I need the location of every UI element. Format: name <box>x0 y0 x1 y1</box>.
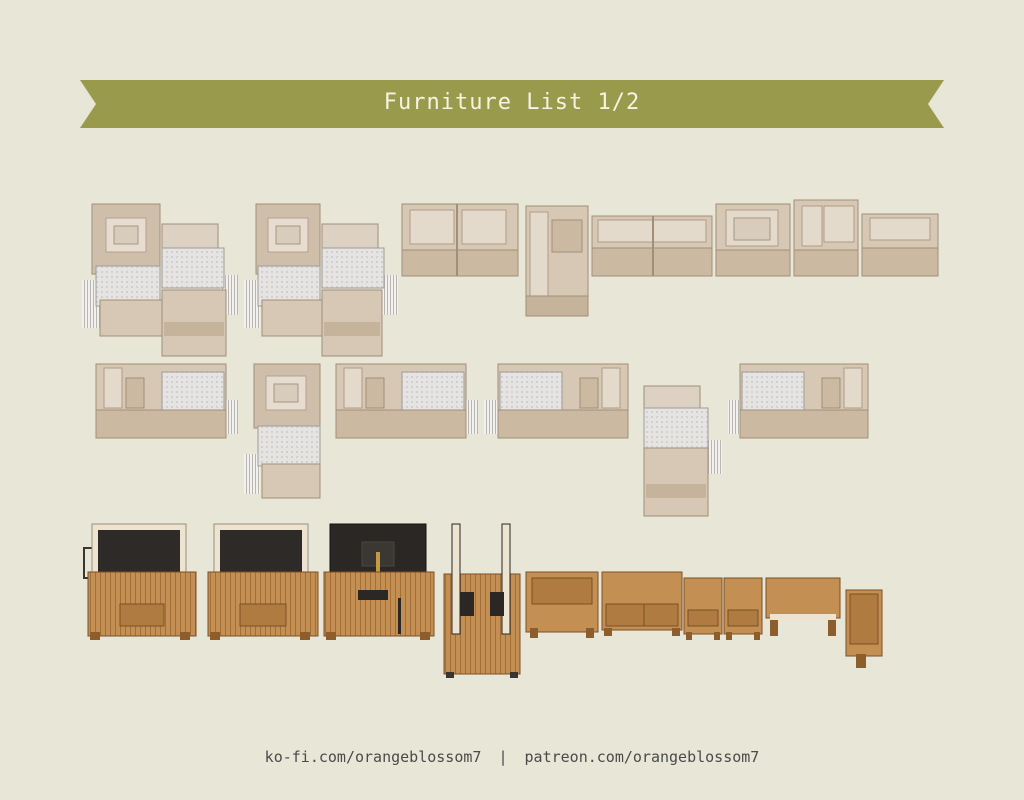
credits-footer: ko-fi.com/orangeblossom7 | patreon.com/o… <box>0 748 1024 766</box>
sprite-bench-sofa <box>861 213 939 277</box>
sprite-loveseat <box>401 203 519 277</box>
sprite-corner-sectional-a <box>82 203 238 357</box>
sprite-armchair <box>715 203 791 277</box>
sprite-chaise-ottoman <box>643 385 722 517</box>
sprite-side-stool <box>845 589 883 668</box>
sprite-corner-sectional-c <box>244 363 321 499</box>
sprite-armchair-corner <box>793 199 859 277</box>
sprite-chaise-sofa-mirrored <box>484 363 629 439</box>
sprite-long-sofa <box>591 215 713 277</box>
sprite-nightstand-a <box>683 577 723 640</box>
footer-separator: | <box>498 748 508 766</box>
sprite-corner-sectional-b <box>244 203 398 357</box>
page-title: Furniture List 1/2 <box>383 90 641 115</box>
sprite-chaise-sofa-end <box>728 363 869 439</box>
sprite-coffee-table <box>765 577 841 636</box>
sprite-l-sofa-corner <box>525 205 589 317</box>
patreon-link[interactable]: patreon.com/orangeblossom7 <box>524 748 760 766</box>
sprite-nightstand-b <box>723 577 763 640</box>
sprite-tv-stand-a <box>83 523 197 640</box>
sprite-wood-cabinet <box>525 571 599 638</box>
sprite-tv-stand-back <box>323 523 435 640</box>
sprite-tv-stand-side <box>443 523 521 678</box>
sprite-chaise-sofa-right <box>95 363 238 439</box>
furniture-sprite-sheet <box>82 199 939 678</box>
kofi-link[interactable]: ko-fi.com/orangeblossom7 <box>264 748 482 766</box>
sprite-wood-dresser <box>601 571 683 636</box>
title-banner: Furniture List 1/2 <box>80 80 944 128</box>
banner-ribbon <box>80 80 944 128</box>
sprite-tv-stand-b <box>207 523 319 640</box>
sprite-chaise-sofa-left <box>335 363 478 439</box>
